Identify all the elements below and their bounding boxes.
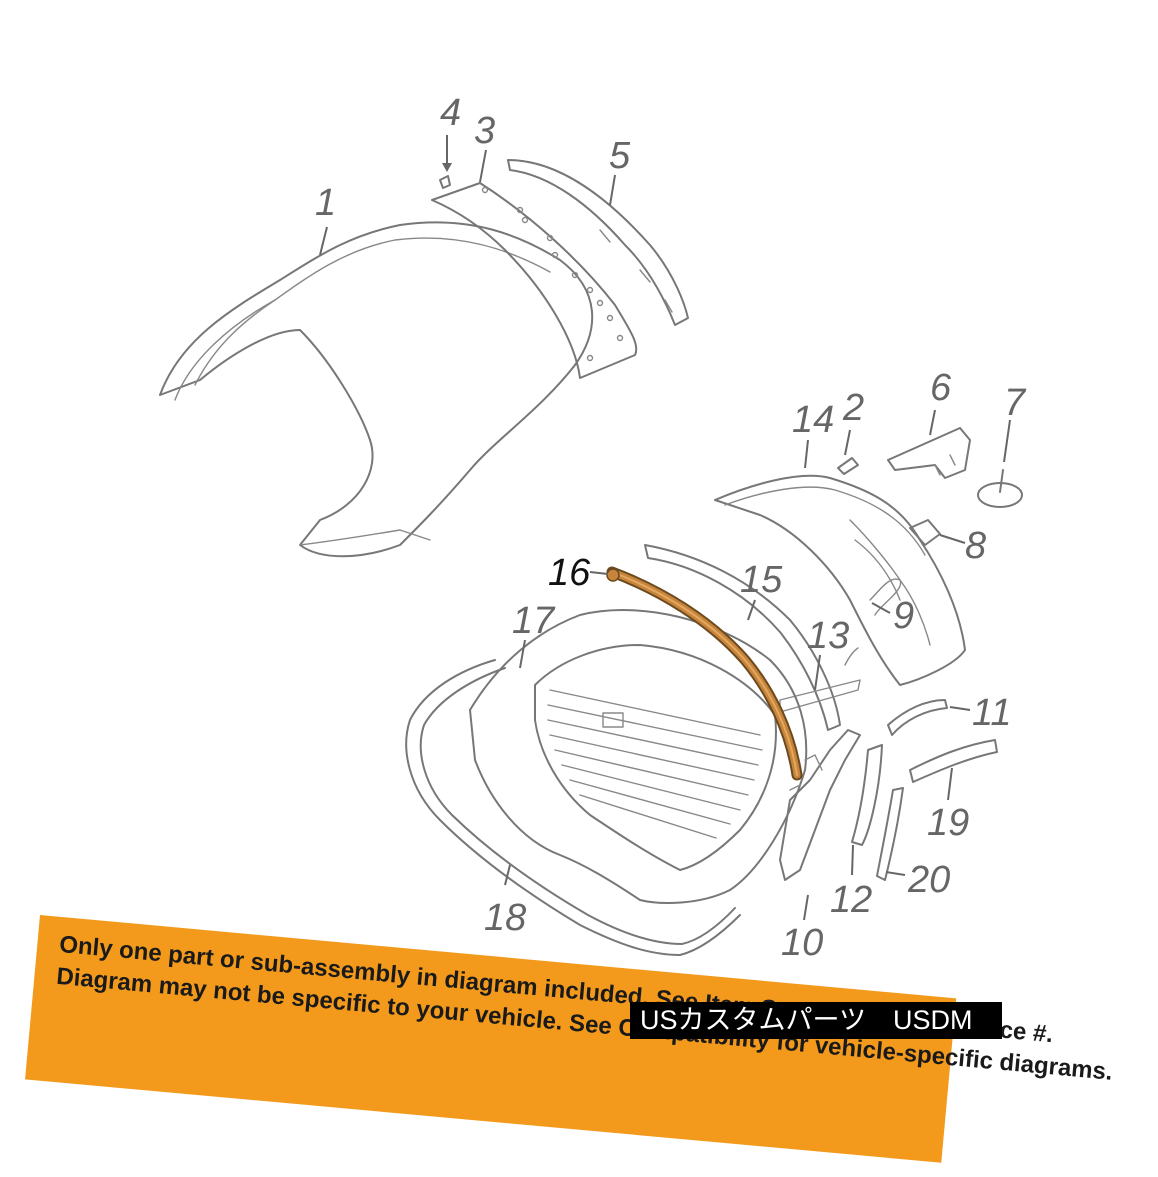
part-10-hinge (779, 729, 861, 881)
part-12-strip (851, 744, 883, 846)
label-11: 11 (972, 692, 1011, 734)
part-20-strip (876, 787, 904, 881)
label-16-highlighted: 16 (548, 552, 591, 594)
part-8-latch (909, 519, 941, 546)
label-2: 2 (842, 387, 864, 429)
part-4-clip (439, 135, 452, 189)
part-15-bow (644, 544, 841, 731)
label-8: 8 (965, 525, 986, 567)
part-17-rear-window-panel (469, 609, 808, 904)
part-6-bracket (887, 427, 971, 479)
label-9: 9 (893, 595, 914, 637)
label-10: 10 (781, 922, 823, 964)
label-3: 3 (474, 110, 495, 152)
label-1: 1 (315, 182, 336, 224)
part-18-rear-seal (405, 659, 741, 956)
part-7-pivot (977, 469, 1023, 508)
label-19: 19 (927, 802, 969, 844)
label-4: 4 (440, 92, 461, 134)
part-9-cable (869, 578, 902, 616)
part-5-front-bow (507, 159, 689, 326)
shop-watermark: USカスタムパーツ USDM (630, 1002, 1002, 1039)
leader-lines (319, 149, 1011, 921)
label-7: 7 (1004, 382, 1027, 424)
label-20: 20 (907, 859, 950, 901)
label-12: 12 (830, 879, 872, 921)
label-18: 18 (484, 897, 526, 939)
part-14-rear-frame (714, 474, 966, 686)
label-15: 15 (740, 559, 783, 601)
part-19-strip (909, 739, 998, 783)
label-17: 17 (512, 600, 556, 642)
label-6: 6 (930, 367, 952, 409)
part-16-seal-highlighted (606, 566, 803, 781)
label-5: 5 (609, 135, 631, 177)
reference-numbers: 1 2 3 4 5 6 7 8 9 10 11 12 13 14 15 16 1… (315, 92, 1027, 964)
label-14: 14 (792, 399, 834, 441)
part-3-header-panel (431, 182, 638, 379)
part-11-strip (887, 699, 948, 736)
label-13: 13 (807, 615, 849, 657)
part-2-pin (837, 457, 859, 475)
part-1-soft-top (159, 221, 594, 558)
